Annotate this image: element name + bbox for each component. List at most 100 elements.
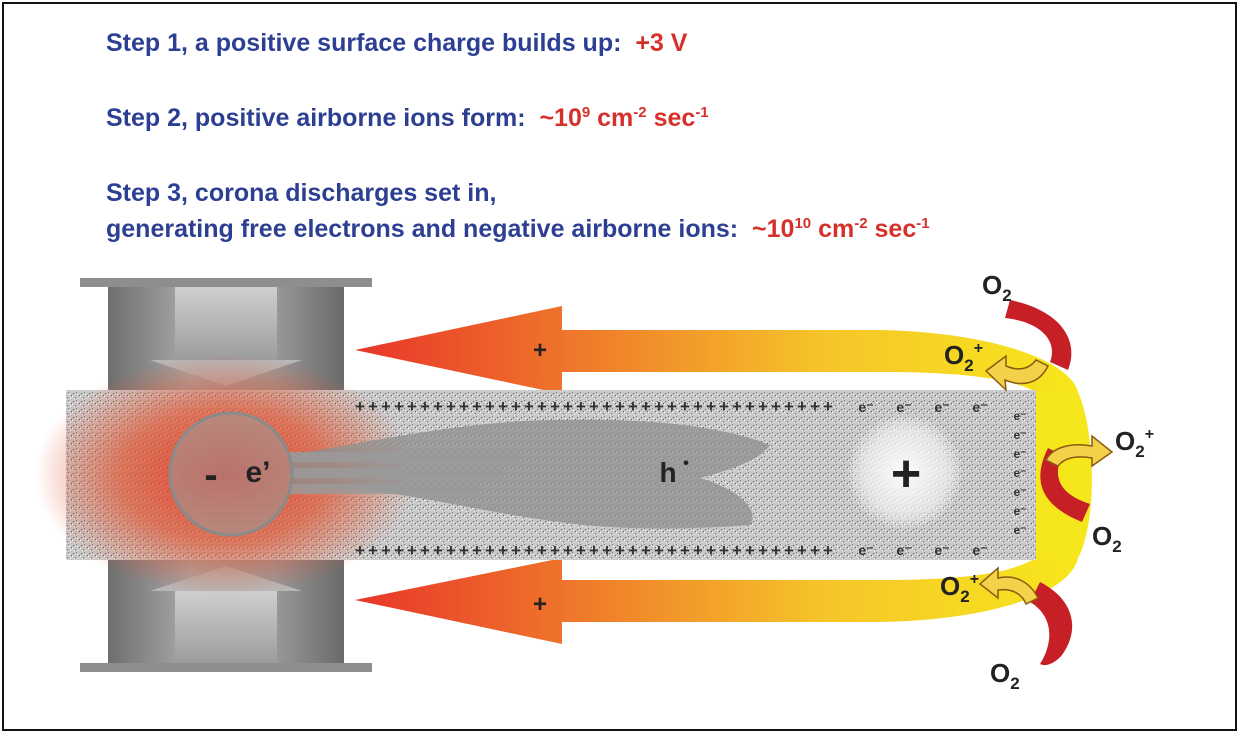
surface-electron-bottom: e⁻: [858, 542, 873, 558]
hole-label: h: [659, 457, 676, 488]
surface-plus-top: +: [420, 397, 430, 416]
surface-plus-bottom: +: [602, 541, 612, 560]
step-3-line-2: generating free electrons and negative a…: [106, 214, 930, 244]
surface-plus-top: +: [771, 397, 781, 416]
surface-plus-bottom: +: [615, 541, 625, 560]
surface-plus-bottom: +: [550, 541, 560, 560]
hollow-return-arrow-right: [1044, 434, 1114, 468]
surface-plus-bottom: +: [784, 541, 794, 560]
surface-plus-top: +: [732, 397, 742, 416]
surface-plus-bottom: +: [511, 541, 521, 560]
surface-plus-top: +: [784, 397, 794, 416]
o2-label-right: O2: [1092, 521, 1122, 556]
surface-charges: ++++++++++++++++++++++++++++++++++++++++…: [355, 397, 1026, 560]
surface-plus-bottom: +: [706, 541, 716, 560]
electron-label: e’: [245, 456, 270, 489]
surface-electron-right: e⁻: [1013, 504, 1026, 518]
surface-plus-top: +: [498, 397, 508, 416]
hollow-return-arrow-bottom: [978, 566, 1040, 606]
surface-plus-top: +: [628, 397, 638, 416]
surface-plus-top: +: [537, 397, 547, 416]
surface-plus-bottom: +: [589, 541, 599, 560]
surface-plus-bottom: +: [407, 541, 417, 560]
surface-plus-bottom: +: [563, 541, 573, 560]
surface-plus-top: +: [810, 397, 820, 416]
surface-electron-bottom: e⁻: [972, 542, 987, 558]
surface-plus-top: +: [602, 397, 612, 416]
svg-text:O2+: O2+: [940, 571, 979, 606]
svg-text:O2+: O2+: [944, 340, 983, 375]
curved-red-arrow-top: [1005, 300, 1072, 370]
curved-red-arrow-right: [1040, 448, 1090, 522]
electron-circle: [168, 411, 294, 537]
surface-plus-bottom: +: [693, 541, 703, 560]
surface-plus-bottom: +: [810, 541, 820, 560]
surface-plus-top: +: [433, 397, 443, 416]
surface-plus-top: +: [407, 397, 417, 416]
o2-label-bottom: O2: [990, 658, 1020, 693]
surface-plus-top: +: [615, 397, 625, 416]
surface-plus-bottom: +: [797, 541, 807, 560]
step-1-text: Step 1, a positive surface charge builds…: [106, 29, 622, 57]
surface-plus-top: +: [394, 397, 404, 416]
svg-text:O2: O2: [982, 270, 1012, 305]
o2-plus-label-right: O2+: [1115, 426, 1154, 461]
surface-plus-top: +: [641, 397, 651, 416]
surface-plus-top: +: [719, 397, 729, 416]
surface-plus-bottom: +: [758, 541, 768, 560]
surface-plus-top: +: [368, 397, 378, 416]
surface-plus-bottom: +: [680, 541, 690, 560]
surface-plus-top: +: [550, 397, 560, 416]
surface-plus-bottom: +: [472, 541, 482, 560]
step-1-value: +3 V: [635, 29, 688, 57]
surface-plus-top: +: [563, 397, 573, 416]
surface-plus-top: +: [654, 397, 664, 416]
surface-electron-right: e⁻: [1013, 466, 1026, 480]
surface-plus-top: +: [446, 397, 456, 416]
surface-plus-bottom: +: [498, 541, 508, 560]
lower-arrow-sign: +: [533, 591, 547, 618]
surface-plus-bottom: +: [667, 541, 677, 560]
svg-text:O2: O2: [990, 658, 1020, 693]
surface-plus-top: +: [381, 397, 391, 416]
step-2-value: ~109 cm-2 sec-1: [539, 104, 709, 132]
step-3-text-line-1: Step 3, corona discharges set in,: [106, 179, 497, 207]
lower-ion-arrow: [355, 558, 1078, 644]
o2-plus-label-bottom: O2+: [940, 571, 979, 606]
hole-dot: •: [683, 455, 689, 472]
surface-plus-top: +: [758, 397, 768, 416]
o2-label-top: O2: [982, 270, 1012, 305]
surface-plus-top: +: [576, 397, 586, 416]
surface-electron-top: e⁻: [858, 399, 873, 415]
surface-plus-bottom: +: [485, 541, 495, 560]
surface-plus-top: +: [485, 397, 495, 416]
step-3-value: ~1010 cm-2 sec-1: [752, 215, 930, 243]
step-2-text: Step 2, positive airborne ions form:: [106, 104, 526, 132]
surface-plus-top: +: [355, 397, 365, 416]
svg-text:O2: O2: [1092, 521, 1122, 556]
surface-plus-bottom: +: [732, 541, 742, 560]
surface-plus-bottom: +: [654, 541, 664, 560]
surface-plus-bottom: +: [771, 541, 781, 560]
surface-plus-top: +: [472, 397, 482, 416]
electron-sign: -: [204, 453, 217, 497]
step-3-text-line-2: generating free electrons and negative a…: [106, 215, 739, 243]
surface-plus-bottom: +: [368, 541, 378, 560]
step-3-line-1: Step 3, corona discharges set in,: [106, 178, 496, 208]
surface-plus-top: +: [589, 397, 599, 416]
surface-plus-bottom: +: [355, 541, 365, 560]
surface-plus-top: +: [797, 397, 807, 416]
surface-plus-top: +: [823, 397, 833, 416]
surface-plus-bottom: +: [381, 541, 391, 560]
surface-plus-bottom: +: [576, 541, 586, 560]
curved-red-arrow-bottom: [1030, 582, 1073, 666]
surface-electron-top: e⁻: [934, 399, 949, 415]
surface-electron-right: e⁻: [1013, 447, 1026, 461]
surface-plus-top: +: [706, 397, 716, 416]
surface-plus-top: +: [524, 397, 534, 416]
surface-plus-top: +: [680, 397, 690, 416]
hollow-return-arrow-top: [984, 354, 1050, 392]
oxygen-ionization-bottom: [978, 566, 1073, 666]
surface-plus-bottom: +: [641, 541, 651, 560]
